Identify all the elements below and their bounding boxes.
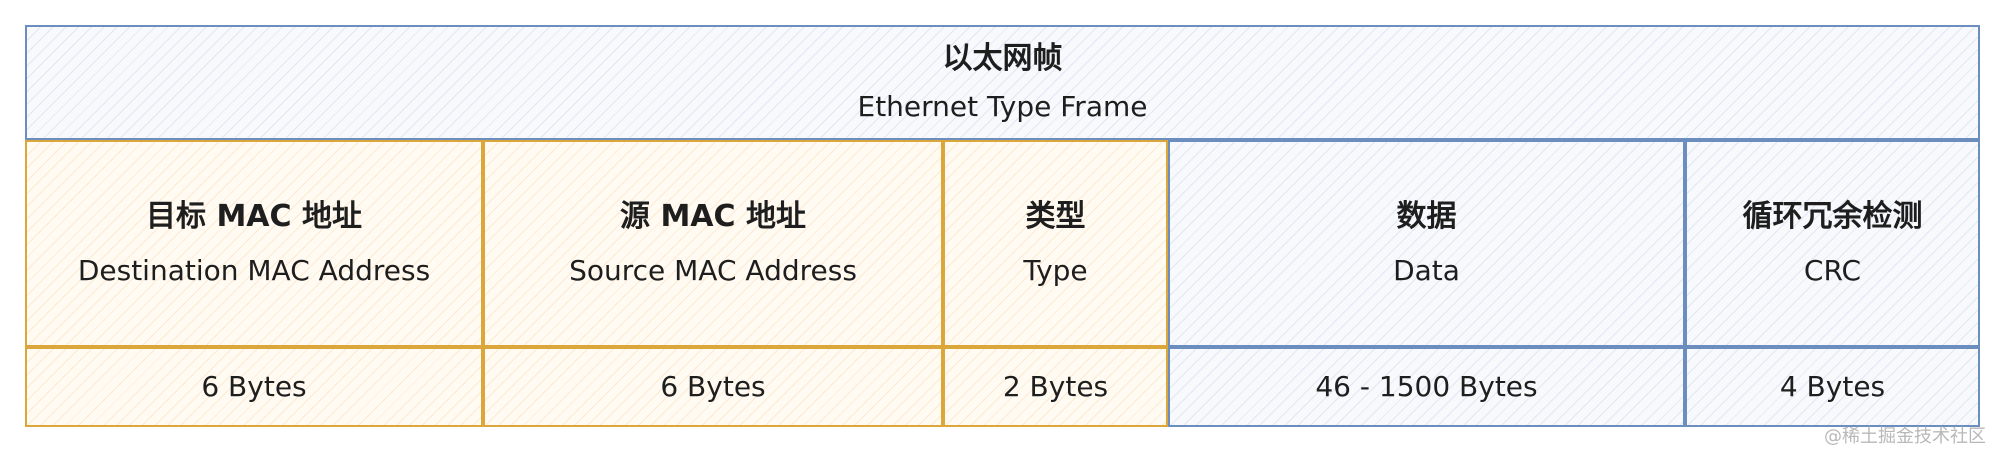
field-type: 类型 Type [943,140,1168,347]
field-size: 6 Bytes [660,370,766,403]
field-data: 数据 Data [1168,140,1685,347]
size-source-mac: 6 Bytes [483,347,943,427]
size-crc: 4 Bytes [1685,347,1980,427]
field-destination-mac: 目标 MAC 地址 Destination MAC Address [25,140,483,347]
field-size: 4 Bytes [1779,370,1886,403]
field-label-cn: 目标 MAC 地址 [146,198,362,234]
field-label-en: CRC [1803,253,1862,287]
field-source-mac: 源 MAC 地址 Source MAC Address [483,140,943,347]
field-label-en: Source MAC Address [569,253,857,287]
field-label-en: Data [1393,253,1460,287]
frame-title-en: Ethernet Type Frame [857,89,1148,123]
field-size: 46 - 1500 Bytes [1315,370,1538,403]
field-size: 2 Bytes [1002,370,1109,403]
field-label-en: Destination MAC Address [77,253,431,287]
field-label-cn: 循环冗余检测 [1742,198,1923,234]
field-label-en: Type [1023,253,1088,287]
size-data: 46 - 1500 Bytes [1168,347,1685,427]
field-size: 6 Bytes [201,370,307,403]
frame-title-cn: 以太网帧 [942,40,1063,76]
field-crc: 循环冗余检测 CRC [1685,140,1980,347]
size-type: 2 Bytes [943,347,1168,427]
frame-title-box: 以太网帧 Ethernet Type Frame [25,25,1980,140]
field-label-cn: 类型 [1025,198,1086,234]
field-label-cn: 数据 [1396,198,1457,234]
watermark: @稀土掘金技术社区 [1824,426,1986,447]
size-destination-mac: 6 Bytes [25,347,483,427]
field-label-cn: 源 MAC 地址 [620,198,806,234]
